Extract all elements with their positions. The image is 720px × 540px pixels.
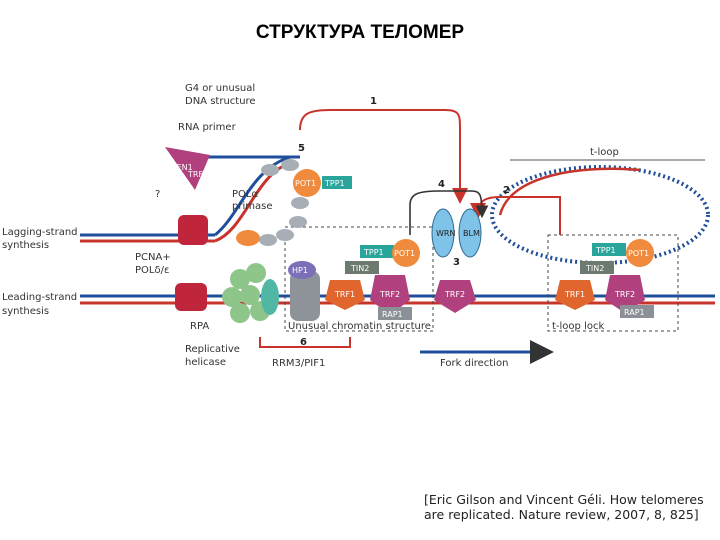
unusual-chromatin-label: Unusual chromatin structure: [288, 321, 431, 332]
t-loop-lock-box: [547, 234, 679, 332]
trf2-wrn-label: TRF2: [444, 290, 465, 299]
primase-label: primase: [232, 201, 272, 212]
tin2-mid-label: TIN2: [350, 264, 369, 273]
trf1-fork-label: TRF1: [187, 170, 208, 179]
hp1-label: HP1: [292, 266, 308, 275]
step-3: 3: [453, 257, 460, 268]
wrn-protein: [431, 208, 455, 258]
step-5: 5: [298, 143, 305, 154]
blm-label: BLM: [463, 229, 480, 238]
t-loop-lock-label: t-loop lock: [552, 321, 604, 332]
arrow-2: [470, 196, 561, 235]
lagging-clamp: [178, 215, 208, 245]
question-label: ?: [155, 189, 160, 200]
fen1-label: FEN1: [172, 163, 193, 172]
tpp1-fork-label: TPP1: [324, 179, 345, 188]
g4-label-2: DNA structure: [185, 96, 256, 107]
g4-label: G4 or unusual: [185, 83, 255, 94]
tpp1-mid-label: TPP1: [363, 248, 384, 257]
arrow-6: [259, 337, 351, 348]
tin2-tl-label: TIN2: [585, 264, 604, 273]
pot1-tl-label: POT1: [628, 249, 649, 258]
blm-protein: [458, 208, 482, 258]
lagging-strand-dna: [80, 155, 300, 243]
slide-title: СТРУКТУРА ТЕЛОМЕР: [255, 22, 465, 43]
arrow-1: [299, 109, 468, 204]
leading-label-2: synthesis: [2, 306, 49, 317]
rna-primer-label: RNA primer: [178, 122, 237, 133]
tpp1-fork-protein: [322, 176, 352, 189]
trf2-tl-label: TRF2: [614, 290, 635, 299]
replicative-helicase: [222, 263, 279, 323]
pol-alpha-primase: [236, 159, 309, 246]
trf1-mid-label: TRF1: [334, 290, 355, 299]
trf2-wrn-protein: [434, 280, 476, 313]
shelterin-tloop: TPP1 TIN2 POT1 TRF1 TRF2 RAP1: [555, 239, 654, 318]
step-1: 1: [370, 96, 377, 107]
fork-direction-label: Fork direction: [440, 358, 508, 369]
fen1-protein: [165, 147, 210, 190]
pcna-label-2: POLδ/ε: [135, 265, 169, 276]
citation: [Eric Gilson and Vincent Géli. How telom…: [424, 492, 704, 522]
pot1-mid-label: POT1: [394, 249, 415, 258]
step-6: 6: [300, 337, 307, 348]
pol-alpha-label: POLα: [232, 189, 258, 200]
helicase-label-2: helicase: [185, 357, 226, 368]
helicase-label-1: Replicative: [185, 344, 240, 355]
pot1-fork-label: POT1: [295, 179, 316, 188]
wrn-label: WRN: [436, 229, 455, 238]
rap1-tl-label: RAP1: [624, 308, 645, 317]
hp1-protein: [288, 261, 316, 279]
lagging-label-2: synthesis: [2, 240, 49, 251]
t-loop-label: t-loop: [590, 147, 619, 158]
nucleosome-stack: [290, 271, 320, 321]
arrow-4: [409, 190, 489, 235]
rap1-mid-label: RAP1: [382, 310, 403, 319]
rpa-label: RPA: [190, 321, 209, 332]
lagging-label-1: Lagging-strand: [2, 227, 78, 238]
trf1-tl-label: TRF1: [564, 290, 585, 299]
pcna-label-1: PCNA+: [135, 252, 171, 263]
tpp1-tl-label: TPP1: [595, 246, 616, 255]
shelterin-middle: TPP1 TIN2 POT1 TRF1 TRF2 RAP1: [325, 239, 420, 320]
leading-clamp: [175, 283, 207, 311]
rrm3-label: RRM3/PIF1: [272, 358, 325, 369]
pot1-fork-protein: [293, 169, 321, 197]
trf2-mid-label: TRF2: [379, 290, 400, 299]
step-4: 4: [438, 179, 445, 190]
unusual-chromatin-box: [284, 226, 434, 332]
telomere-replication-diagram: t-loop 1 2 3 4 5 6 FEN1 TRF1 POT1 TPP1: [2, 83, 715, 369]
leading-label-1: Leading-strand: [2, 292, 77, 303]
step-2: 2: [503, 185, 510, 196]
